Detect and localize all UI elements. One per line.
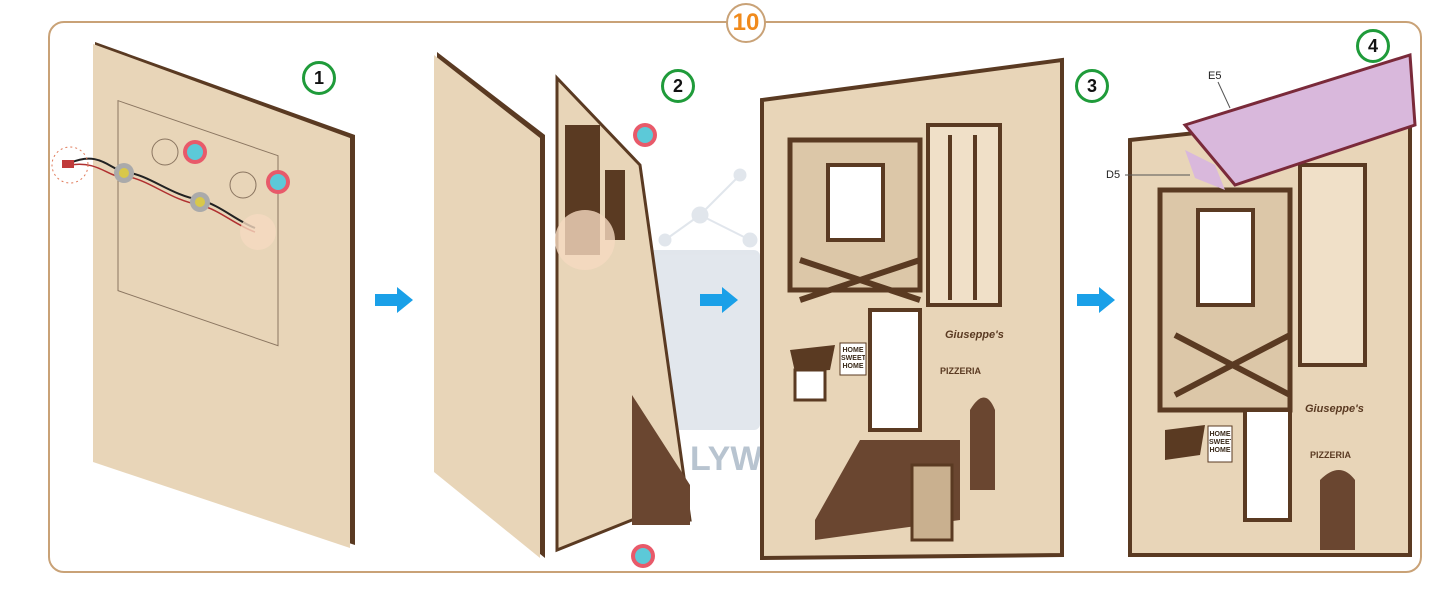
- watermark-text: LYW: [690, 440, 763, 478]
- sign-giuseppes-3: Giuseppe's: [945, 329, 1004, 341]
- back-panel-2: [434, 52, 692, 568]
- sign-pizzeria-4: PIZZERIA: [1310, 450, 1352, 460]
- sign-giuseppes-4: Giuseppe's: [1305, 403, 1364, 415]
- arrow-right-icon: [1077, 287, 1115, 313]
- sign-home-sweet-home-4: HOME SWEET HOME: [1209, 431, 1231, 454]
- sign-pizzeria-3: PIZZERIA: [940, 366, 982, 376]
- roof-panel-e5: [1182, 53, 1417, 187]
- step-number: 10: [726, 3, 766, 43]
- substep-4: 4: [1356, 29, 1390, 63]
- sign-home-sweet-home-3: HOME SWEET HOME: [841, 347, 865, 370]
- substep-3: 3: [1075, 69, 1109, 103]
- assembled-facade-4: [1125, 53, 1417, 557]
- part-label-d5: D5: [1106, 169, 1121, 181]
- insert-d5: [1185, 150, 1225, 190]
- arrow-right-icon: [700, 287, 738, 313]
- substep-2: 2: [661, 69, 695, 103]
- arrow-right-icon: [375, 287, 413, 313]
- back-panel-1: [51, 42, 355, 548]
- assembled-facade-3: [760, 57, 1064, 561]
- part-label-e5: E5: [1208, 70, 1222, 82]
- substep-1: 1: [302, 61, 336, 95]
